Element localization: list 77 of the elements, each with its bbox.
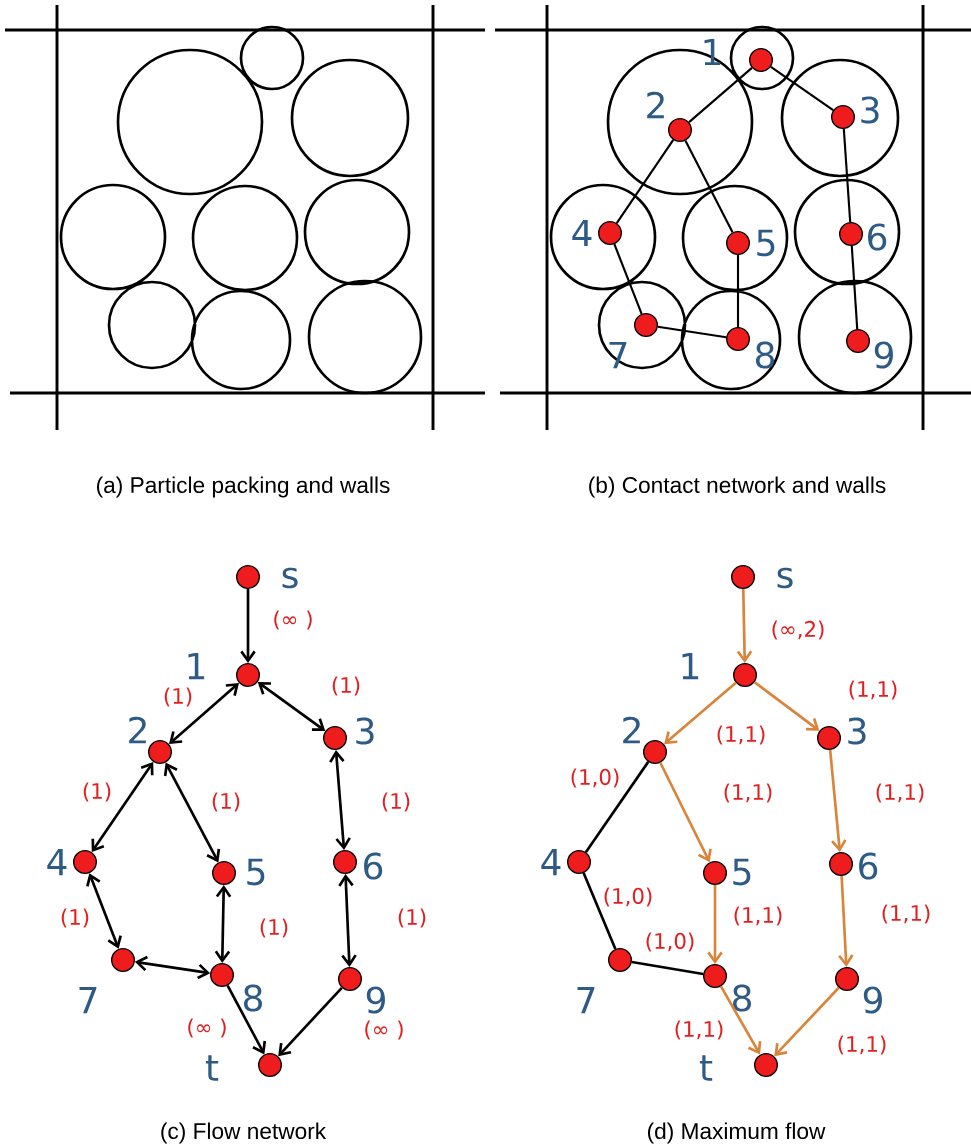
caption: (c) Flow network [161,1122,327,1144]
node-label: 7 [577,986,595,1014]
arrow [226,984,267,1055]
edge-label: (∞ ) [188,1018,226,1038]
arrow [278,986,343,1057]
arrow [257,682,326,731]
edge-label: (1) [332,676,360,696]
caption: (a) Particle packing and walls [97,476,390,498]
arrow [719,985,762,1055]
node-label: 1 [188,652,205,680]
edge-label: (1) [212,792,240,812]
node-label: 6 [868,223,887,251]
node-label: 8 [756,341,774,369]
edge-label: (1,0) [604,887,652,907]
edge-label: (1,1) [838,1035,886,1055]
node-label: 3 [848,717,866,745]
node-label: 8 [244,984,262,1012]
arrow [163,762,221,863]
node-label: 2 [129,716,146,744]
node-label: 5 [757,229,775,257]
edge-label: (1,1) [724,783,772,803]
edge-label: (1) [398,908,426,928]
edge-label: (1) [382,792,410,812]
arrow [828,749,847,853]
node-label: 8 [733,984,751,1012]
node-label: s [777,567,793,589]
node-label: 9 [366,986,385,1014]
edge-label: (1,1) [849,680,897,700]
edge-label: (1,1) [675,1020,723,1040]
edge-label: (∞ ) [365,1020,403,1040]
arrow [753,681,820,731]
edge-label: (1,1) [876,783,924,803]
edge-label: (1,1) [734,906,782,926]
arrow [659,762,712,863]
edge-label: (1,0) [571,768,619,788]
caption: (d) Maximum flow [648,1122,826,1144]
arrow [838,875,854,968]
edge-label: (1) [164,687,192,707]
node-label: t [205,1055,219,1081]
edge-label: (1,1) [717,725,765,745]
node-label: 2 [647,91,664,119]
edge-label: (1) [83,782,111,802]
node-label: 4 [47,848,67,876]
arrow [707,885,723,964]
arrow [329,749,351,851]
arrow [338,874,357,968]
node-label: 4 [572,219,592,247]
node-label: 4 [541,848,561,876]
caption: (b) Contact network and walls [589,476,886,498]
node-label: 7 [79,986,97,1014]
node-label: s [282,567,298,589]
edge-label: (1,0) [646,932,694,952]
node-label: 2 [623,716,640,744]
arrow [214,885,232,963]
node-label: 6 [364,852,383,880]
node-label: 9 [863,986,882,1014]
node-label: 5 [733,858,751,886]
node-label: 1 [682,652,699,680]
edge-label: (1,1) [882,904,930,924]
arrow [774,986,840,1057]
node-label: 5 [247,858,265,886]
arrow [664,681,737,745]
arrow [736,588,753,663]
arrow [169,682,239,745]
edge-label: (∞ ) [274,610,312,630]
arrow [134,955,211,980]
arrow [240,589,256,663]
arrow [86,873,122,949]
edge-label: (∞,2) [772,620,824,640]
edge-label: (1) [260,918,288,938]
node-label: 6 [859,852,878,880]
node-label: 3 [861,96,879,124]
edge-label: (1) [61,908,89,928]
node-label: 9 [874,341,893,369]
node-label: 3 [356,717,374,745]
arrow [91,761,154,853]
node-label: t [699,1055,713,1081]
